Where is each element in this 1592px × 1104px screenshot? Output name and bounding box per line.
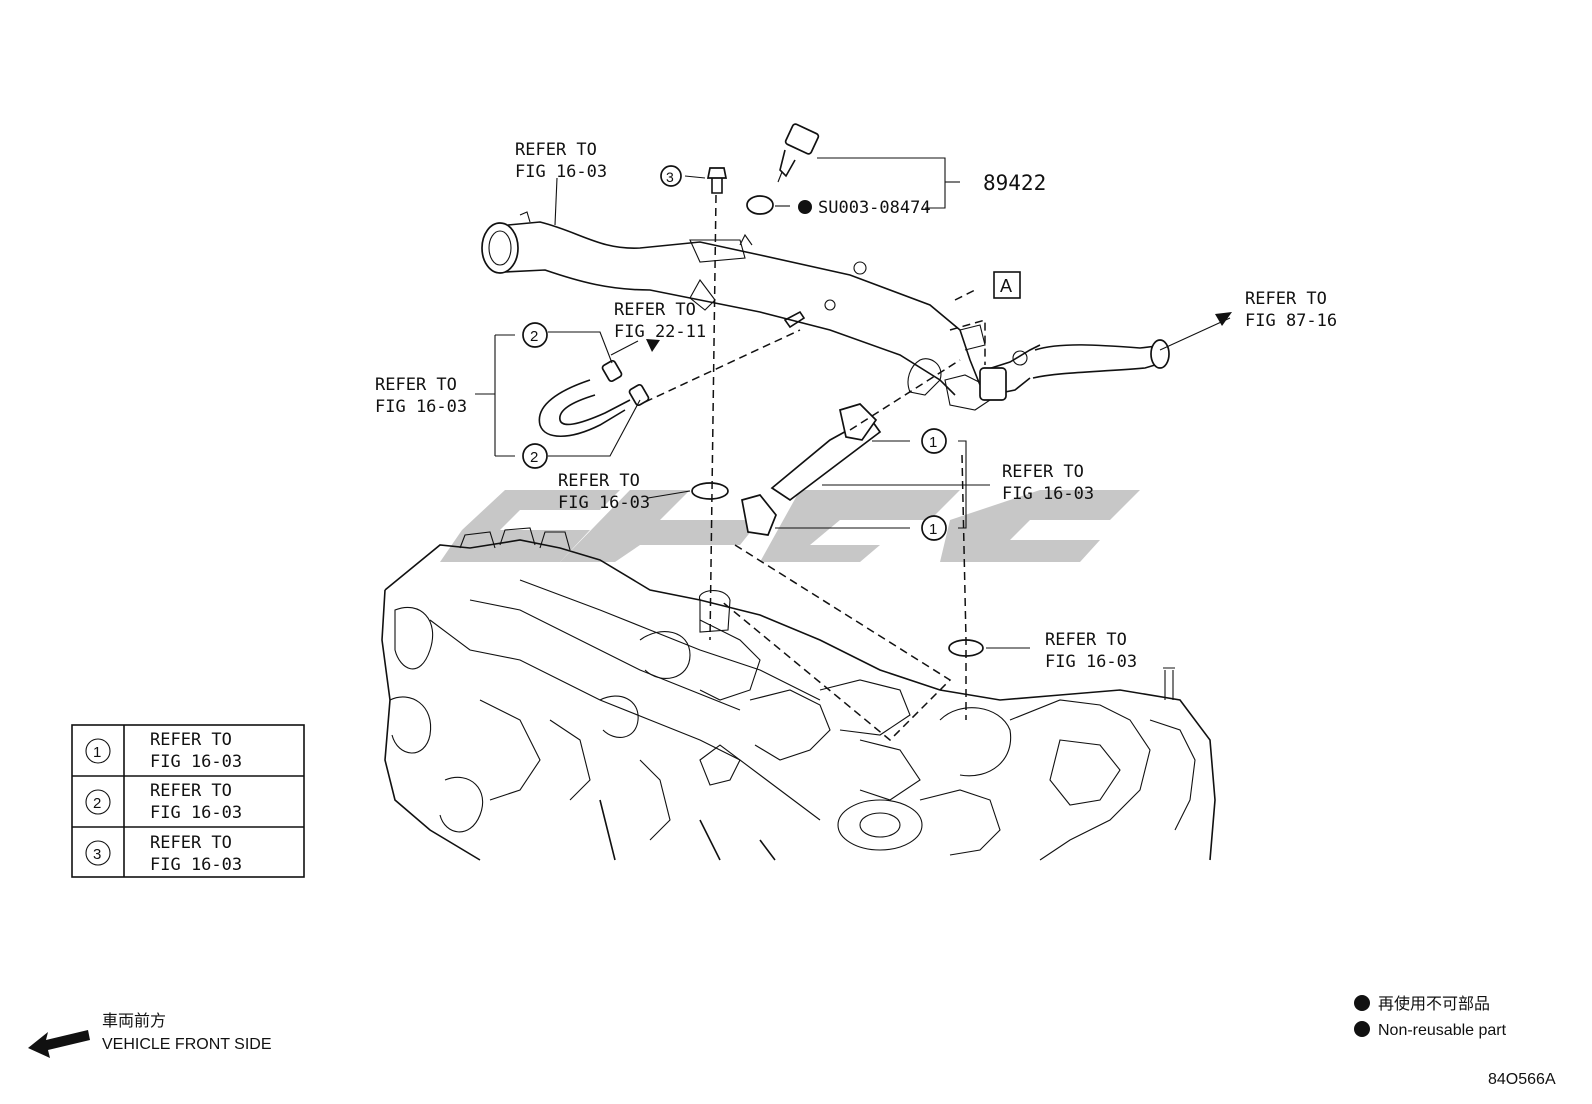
legend-circle-2 [85,789,111,815]
legend-circle-3 [85,840,111,866]
item-circle-2-upper-label: 2 [530,328,538,345]
engine-block-illustration [381,527,1216,861]
callout-fig-22-11-line2: FIG 22-11 [614,322,706,342]
callout-right-hose-line2: FIG 16-03 [1002,484,1094,504]
arrow-fig-87-16-icon [1215,312,1232,326]
bolt-item-3 [706,167,728,194]
legend-num-1: 1 [93,744,101,761]
legend-num-2: 2 [93,795,101,812]
item-circle-1-upper [921,428,947,454]
front-arrow-icon [28,1030,90,1058]
view-marker-box [993,271,1021,299]
alignment-lines [644,194,986,742]
legend-row-3-line1: REFER TO [150,833,232,853]
front-side-japanese: 車両前方 [102,1012,166,1030]
non-reusable-legend: 再使用不可部品 Non-reusable part [1354,995,1507,1039]
item-circle-3-label: 3 [666,169,674,185]
arrow-fig-22-11-icon [646,339,660,352]
item-circle-1-lower [921,515,947,541]
legend-table-border [71,724,305,878]
callout-lower-ring-line2: FIG 16-03 [1045,652,1137,672]
legend-table: 1 REFER TO FIG 16-03 2 REFER TO FIG 16-0… [71,724,305,878]
callout-right-pipe-line1: REFER TO [1245,289,1327,309]
view-marker-label: A [1000,276,1012,296]
item-circle-1-upper-label: 1 [929,434,937,451]
watermark-logo [440,490,1140,562]
item-circle-2-lower-label: 2 [530,449,538,466]
callout-right-pipe-line2: FIG 87-16 [1245,311,1337,331]
callout-left-hose-line2: FIG 16-03 [375,397,467,417]
legend-circle-1 [85,738,111,764]
callout-middle-ring-line1: REFER TO [558,471,640,491]
callout-middle-ring-line2: FIG 16-03 [558,493,650,513]
o-ring-middle [691,482,729,500]
coolant-temperature-sensor [777,123,820,183]
callout-lower-ring-line1: REFER TO [1045,630,1127,650]
legend-row-2: 2 REFER TO FIG 16-03 [85,781,242,823]
item-circle-1-lower-label: 1 [929,521,937,538]
non-reusable-dot-icon [798,200,812,214]
non-reusable-japanese: 再使用不可部品 [1378,995,1490,1013]
part-number-89422: 89422 [983,171,1046,195]
legend-row-3: 3 REFER TO FIG 16-03 [85,833,242,875]
callout-top-left-line1: REFER TO [515,140,597,160]
callout-fig-22-11-line1: REFER TO [614,300,696,320]
item-circle-2-lower [522,443,548,469]
non-reusable-legend-dot-icon [1354,995,1370,1011]
bypass-hose-left [538,359,650,437]
pipe-nipple [783,310,806,329]
legend-num-3: 3 [93,846,101,863]
non-reusable-legend-dot2-icon [1354,1021,1370,1037]
vehicle-front-indicator: 車両前方 VEHICLE FRONT SIDE [28,1012,272,1058]
sensor-o-ring [746,195,774,215]
front-side-english: VEHICLE FRONT SIDE [102,1036,272,1053]
legend-row-3-line2: FIG 16-03 [150,855,242,875]
legend-row-2-line1: REFER TO [150,781,232,801]
item-circle-3 [660,165,682,187]
legend-row-1-line1: REFER TO [150,730,232,750]
diagram-code: 84O566A [1488,1071,1556,1088]
legend-row-1-line2: FIG 16-03 [150,752,242,772]
callout-right-hose-line1: REFER TO [1002,462,1084,482]
water-outlet-pipe [481,211,1170,411]
legend-row-2-line2: FIG 16-03 [150,803,242,823]
item-circle-2-upper [522,322,548,348]
sub-part-number: SU003-08474 [818,198,931,218]
legend-row-1: 1 REFER TO FIG 16-03 [85,730,242,772]
callout-top-left-line2: FIG 16-03 [515,162,607,182]
non-reusable-english: Non-reusable part [1378,1022,1507,1039]
callout-left-hose-line1: REFER TO [375,375,457,395]
leader-lines [475,157,1231,649]
